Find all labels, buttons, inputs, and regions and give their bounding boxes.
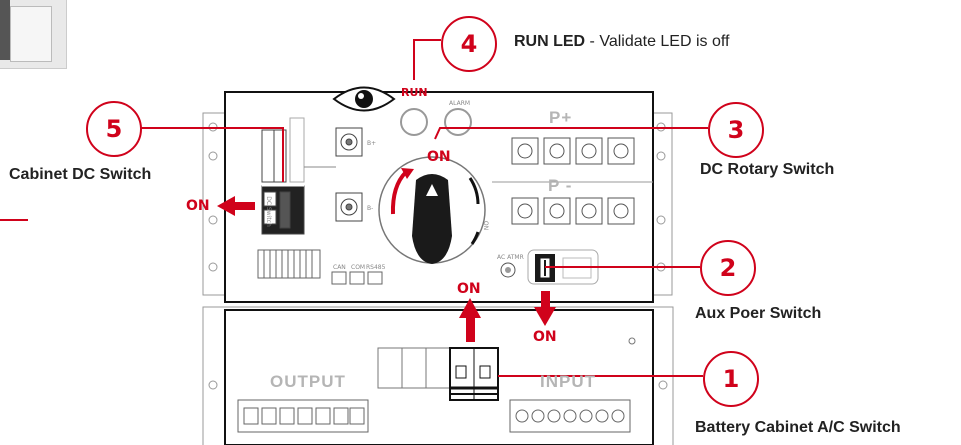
dc-rotary-switch-graphic xyxy=(379,157,485,264)
callout-number-4: 4 xyxy=(441,16,497,72)
run-led-callout-bold: RUN LED xyxy=(514,33,585,50)
dc-rotary-switch-label: DC Rotary Switch xyxy=(700,161,834,179)
on-label-ac-switch: ON xyxy=(457,281,481,297)
dc-switch-text: DC Switch xyxy=(265,196,272,227)
callout-number-2: 2 xyxy=(700,240,756,296)
run-led-callout-label: RUN LED - Validate LED is off xyxy=(514,33,729,51)
b-plus-text: B+ xyxy=(367,140,376,147)
callout-number-3: 3 xyxy=(708,102,764,158)
input-text: INPUT xyxy=(540,372,596,392)
output-terminals xyxy=(238,400,368,432)
ac-atmr-knob xyxy=(501,263,515,277)
com-text: COM xyxy=(351,264,365,271)
battery-cabinet-ac-switch-label: Battery Cabinet A/C Switch xyxy=(695,419,901,437)
on-label-aux-switch: ON xyxy=(533,329,557,345)
p-minus-text: P - xyxy=(548,176,572,196)
cabinet-dc-switch-label: Cabinet DC Switch xyxy=(9,166,151,184)
on-label-dc-switch: ON xyxy=(186,198,210,214)
can-text: CAN xyxy=(333,264,346,271)
b-minus-text: B- xyxy=(367,205,373,212)
callout-line-4 xyxy=(414,40,441,80)
rs485-text: RS485 xyxy=(366,264,385,271)
alarm-led xyxy=(445,109,471,135)
output-text: OUTPUT xyxy=(270,372,346,392)
alarm-text: ALARM xyxy=(449,100,470,107)
ac-atmr-text: AC ATMR xyxy=(497,254,524,261)
rotary-on-text: ON xyxy=(482,221,489,230)
run-led xyxy=(401,109,427,135)
input-terminals xyxy=(510,400,630,432)
on-label-rotary: ON xyxy=(427,149,451,165)
run-led-callout-rest: - Validate LED is off xyxy=(585,33,729,50)
run-label: RUN xyxy=(401,86,428,99)
p-plus-text: P+ xyxy=(549,108,572,128)
aux-power-switch-label: Aux Poer Switch xyxy=(695,305,821,323)
callout-number-5: 5 xyxy=(86,101,142,157)
callout-number-1: 1 xyxy=(703,351,759,407)
